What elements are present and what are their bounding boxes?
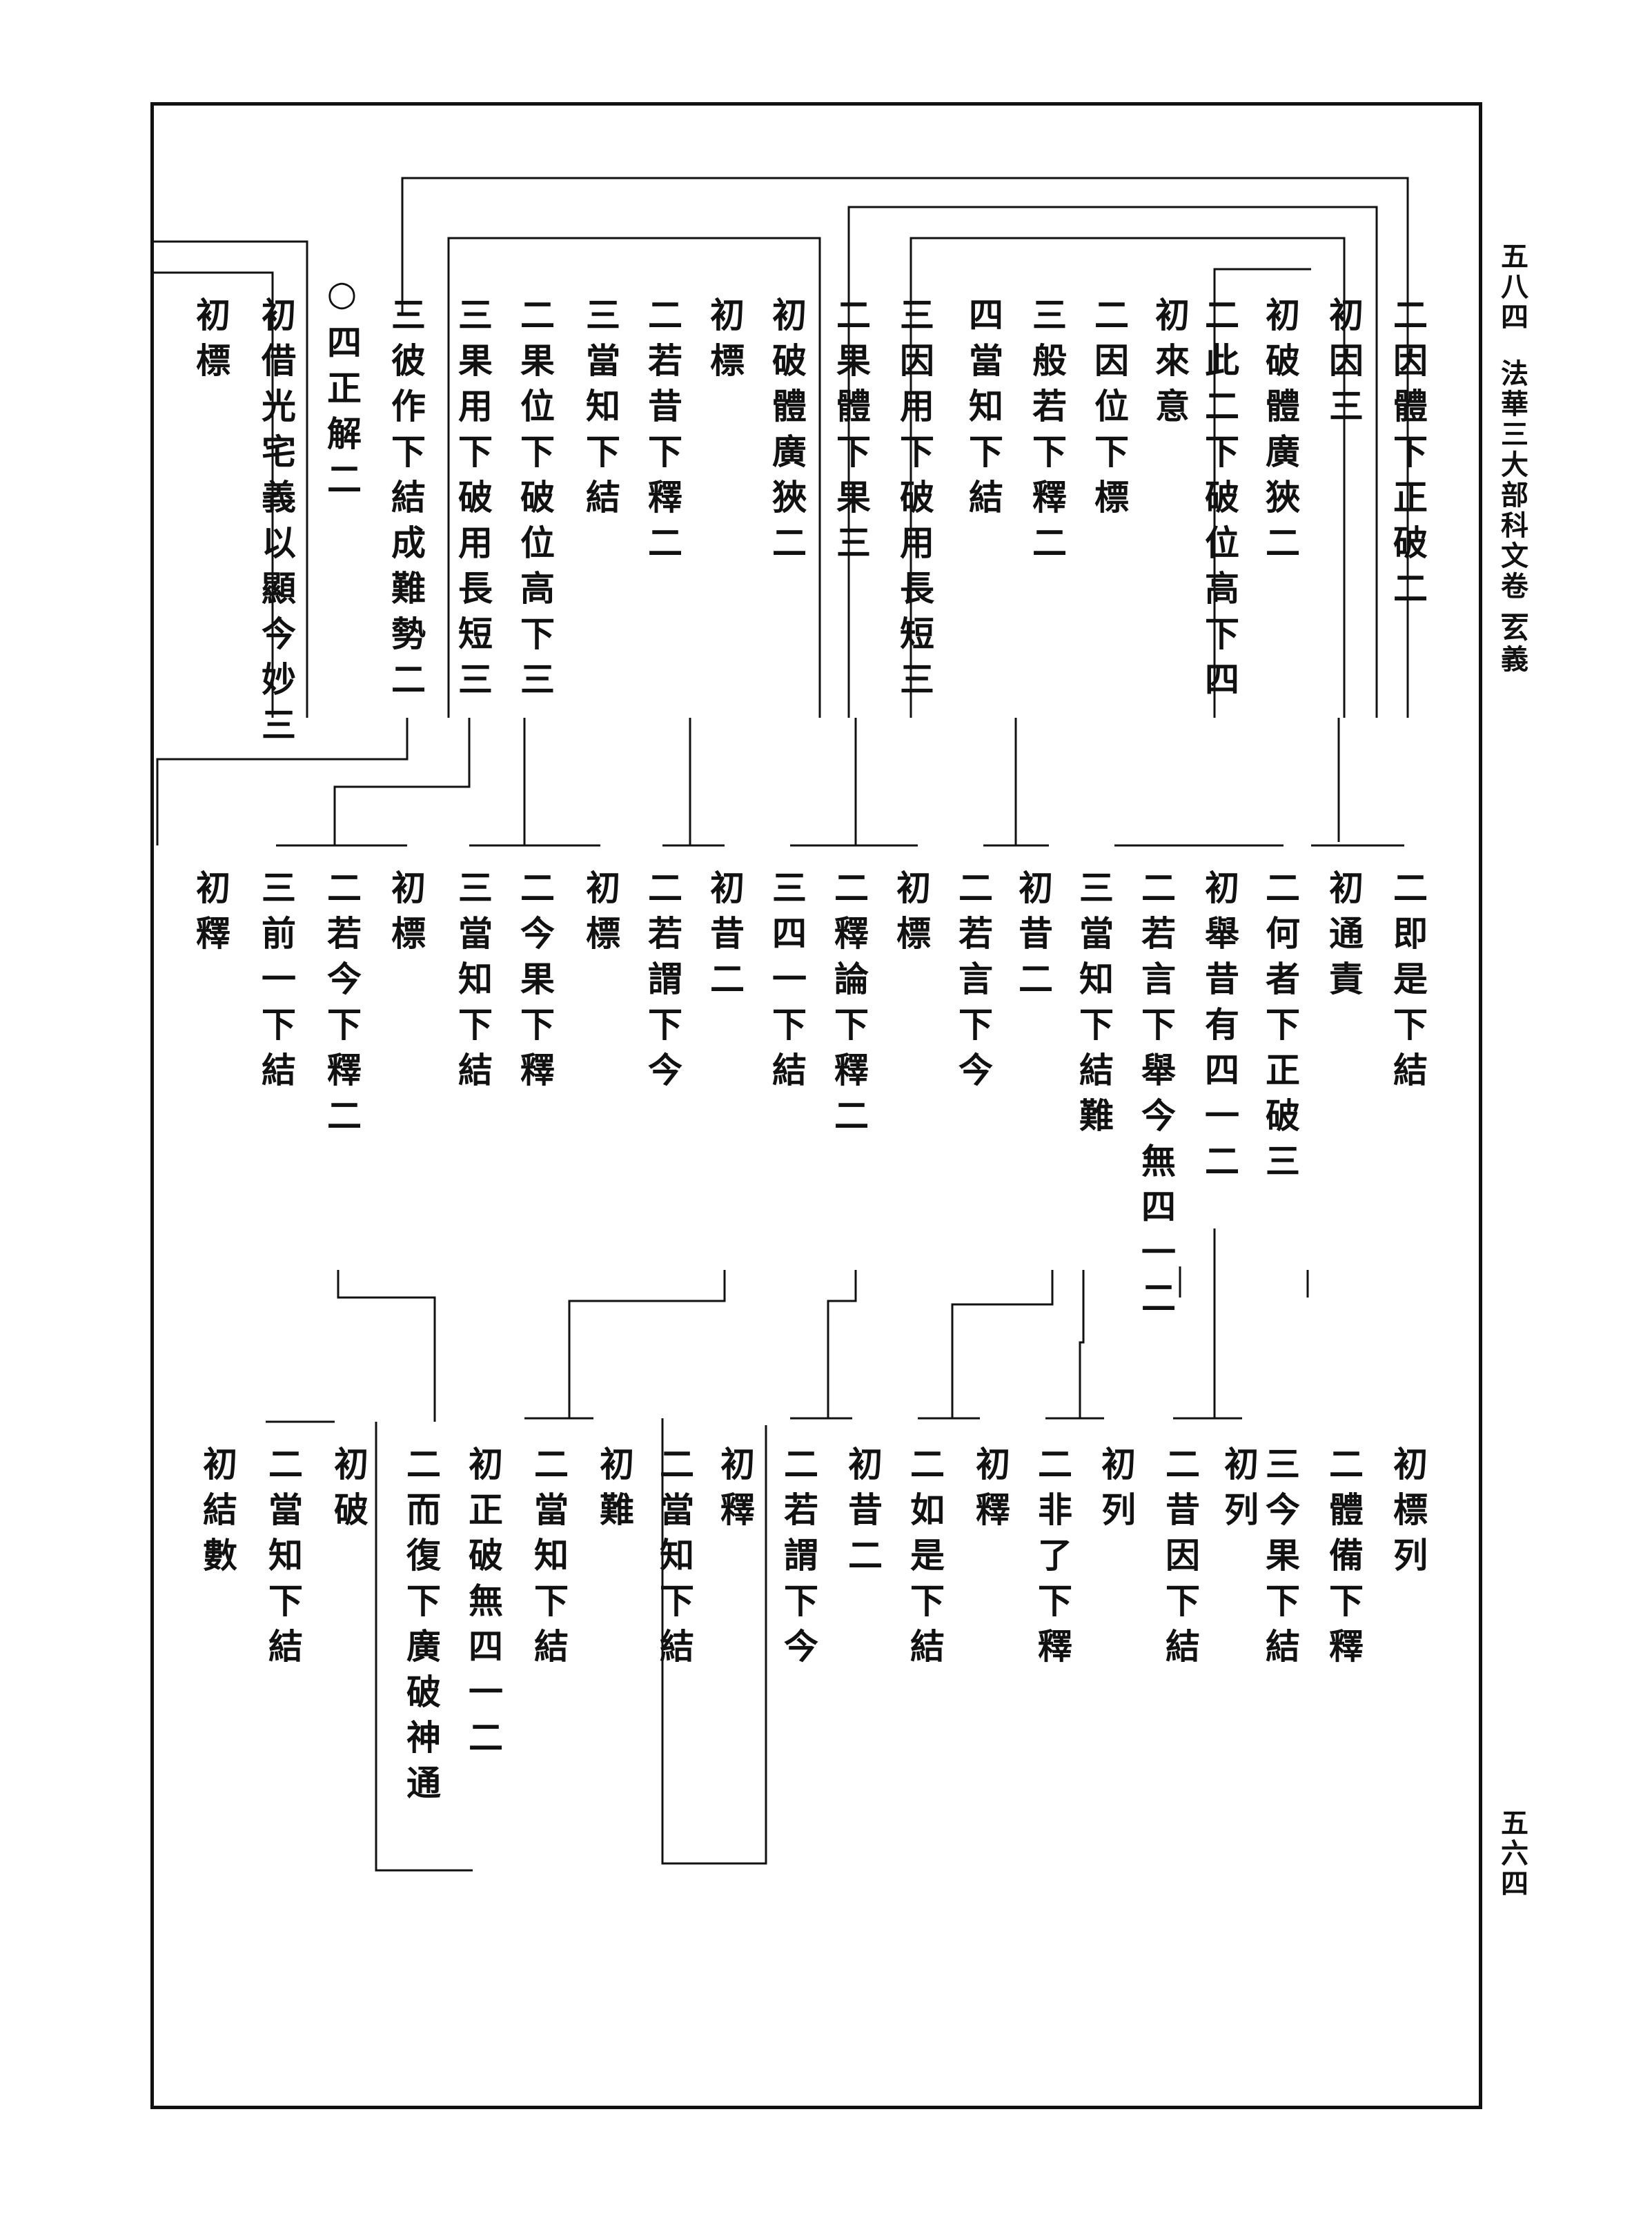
- bracket-top-fourth: [1213, 268, 1311, 718]
- bracket-top-sixth: [152, 240, 308, 718]
- entry: 二體備下釋: [1324, 1446, 1364, 1674]
- entry: 初釋: [970, 1446, 1011, 1537]
- entry: 初標: [190, 297, 231, 388]
- entry: 初借光宅義以顯今妙三: [256, 297, 297, 752]
- bracket-top-outer: [401, 177, 1409, 718]
- entry: 三彼作下結成難勢二: [386, 297, 426, 707]
- entry: 二當知下結: [654, 1446, 695, 1674]
- entry: 二今果下釋: [515, 870, 555, 1097]
- entry: 初昔二: [843, 1446, 883, 1583]
- entry: 三前一下結: [256, 870, 297, 1097]
- entry: 初標列: [1388, 1446, 1428, 1583]
- entry: 初釋: [190, 870, 231, 961]
- entry: 三今果下結: [1260, 1446, 1301, 1674]
- entry: 二非了下釋: [1032, 1446, 1073, 1674]
- entry: 二即是下結: [1388, 870, 1428, 1097]
- entry: 二當知下結: [263, 1446, 304, 1674]
- entry: 二若言下舉今無四一二: [1136, 870, 1177, 1325]
- connector-r2-f: [827, 1270, 857, 1418]
- entry: 三當知下結難: [1074, 870, 1114, 1143]
- entry: 二若謂下今: [642, 870, 683, 1097]
- entry: 二若昔下釋二: [642, 297, 683, 570]
- bracket-top-seventh: [152, 271, 274, 718]
- entry: 初結數: [197, 1446, 238, 1583]
- entry: 初破: [328, 1446, 369, 1537]
- entry: 初來意: [1150, 297, 1190, 433]
- bracket-r3-e: [661, 1418, 767, 1865]
- entry: 二若今下釋二: [322, 870, 362, 1143]
- entry: 初標: [891, 870, 932, 961]
- entry: 二而復下廣破神通: [401, 1446, 442, 1810]
- entry: 二當知下結: [529, 1446, 569, 1674]
- connector-r2-g: [568, 1270, 726, 1418]
- entry: 二昔因下結: [1160, 1446, 1201, 1674]
- entry: 初破體廣狹二: [767, 297, 807, 570]
- entry: 初昔二: [1013, 870, 1054, 1006]
- entry: 初列: [1219, 1446, 1259, 1537]
- entry: 初昔二: [705, 870, 745, 1006]
- entry: 二因體下正破二: [1388, 297, 1428, 616]
- entry: 二釋論下釋二: [829, 870, 869, 1143]
- book-title: 法華三大部科文卷一: [1496, 359, 1528, 632]
- entry: 三因用下破用長短三: [894, 297, 935, 707]
- entry: 二若謂下今: [778, 1446, 819, 1674]
- entry: 四當知下結: [963, 297, 1004, 525]
- entry: 二因位下標: [1089, 297, 1130, 525]
- connector-r1-f: [333, 718, 471, 845]
- connector-r2-h: [337, 1270, 436, 1422]
- entry: 初因三: [1324, 297, 1364, 433]
- page-frame: [150, 102, 1482, 2109]
- bracket-top-fifth: [447, 237, 821, 718]
- entry: 二果體下果三: [831, 297, 872, 570]
- connector-r2-d: [1079, 1270, 1085, 1418]
- entry: 初標: [580, 870, 621, 961]
- entry: 初舉昔有四一二: [1199, 870, 1240, 1188]
- entry: 三四一下結: [767, 870, 807, 1097]
- entry: 二若言下今: [953, 870, 994, 1097]
- entry: 三般若下釋二: [1027, 297, 1068, 570]
- connector-r1-g: [156, 718, 409, 845]
- bracket-r3-g: [375, 1422, 473, 1872]
- book-subtitle: 玄義: [1496, 614, 1528, 675]
- entry: 初標: [386, 870, 426, 961]
- bracket-top-third: [909, 237, 1346, 718]
- entry: 二如是下結: [905, 1446, 945, 1674]
- entry: 二此二下破位高下四: [1199, 297, 1240, 707]
- connector-r2-e: [951, 1270, 1054, 1418]
- entry: 三當知下結: [580, 297, 621, 525]
- entry: 初通責: [1324, 870, 1364, 1006]
- entry: 初標: [705, 297, 745, 388]
- entry: 三當知下結: [453, 870, 493, 1097]
- entry: 初破體廣狹二: [1260, 297, 1301, 570]
- side-page-number: 五六四: [1496, 1808, 1528, 1899]
- entry: 初正破無四一二: [463, 1446, 504, 1765]
- entry: 二果位下破位高下三: [515, 297, 555, 707]
- entry: 初列: [1096, 1446, 1137, 1537]
- bracket-top-second: [847, 206, 1378, 718]
- entry: ○四正解二: [322, 273, 362, 507]
- entry: 二何者下正破三: [1260, 870, 1301, 1188]
- entry: 初釋: [715, 1446, 756, 1537]
- page-number: 五八四: [1496, 242, 1528, 333]
- entry: 三果用下破用長短三: [453, 297, 493, 707]
- entry: 初難: [594, 1446, 635, 1537]
